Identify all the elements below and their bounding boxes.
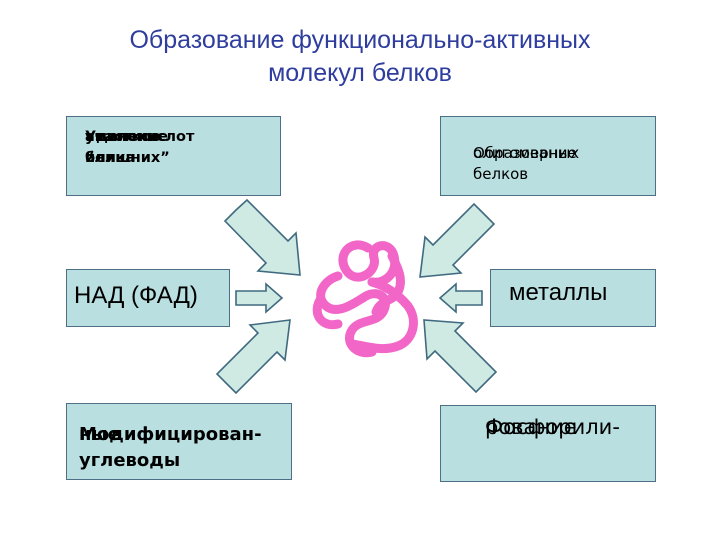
arrow-top-right bbox=[419, 202, 496, 278]
arrow-top-left bbox=[223, 198, 301, 276]
box-nad-fad: НАД (ФАД) bbox=[66, 269, 230, 327]
box-metals-label: металлы bbox=[509, 279, 608, 306]
arrow-middle-left bbox=[235, 282, 284, 314]
box-removal-of-amino-acids: Удаление “лишних” аминокислот или участк… bbox=[66, 116, 281, 196]
box-carbs-line-2: ные углеводы bbox=[79, 424, 181, 471]
page-title: Образование функционально-активных молек… bbox=[0, 24, 720, 90]
box-modified-carbohydrates: Модифицирован- ные углеводы bbox=[66, 403, 292, 480]
box-carbs-line-1: Модифицирован- bbox=[79, 424, 262, 445]
box-nad-label: НАД (ФАД) bbox=[74, 282, 198, 309]
box-removal-line-3: участков белка bbox=[85, 129, 161, 166]
arrow-middle-right bbox=[438, 282, 483, 314]
protein-icon bbox=[312, 240, 418, 358]
box-oligomer-line-1: Образование bbox=[473, 144, 577, 162]
arrows bbox=[215, 198, 498, 395]
arrow-bottom-left bbox=[215, 319, 291, 395]
box-phos-line-2: рование bbox=[485, 415, 577, 439]
box-removal-line-1: Удаление “лишних” bbox=[85, 129, 170, 166]
box-oligomer-formation: Образование олигомерных белков bbox=[440, 116, 656, 196]
box-metals: металлы bbox=[490, 269, 656, 327]
title-line-2: молекул белков bbox=[268, 59, 452, 87]
arrow-bottom-right bbox=[423, 319, 498, 394]
box-phosphorylation: Фосфорили- рование bbox=[440, 405, 656, 482]
box-phos-line-1: Фосфорили- bbox=[485, 415, 620, 439]
title-line-1: Образование функционально-активных bbox=[129, 26, 591, 54]
box-removal-line-2: аминокислот или bbox=[85, 129, 195, 166]
box-oligomer-line-2: олигомерных белков bbox=[473, 144, 580, 183]
